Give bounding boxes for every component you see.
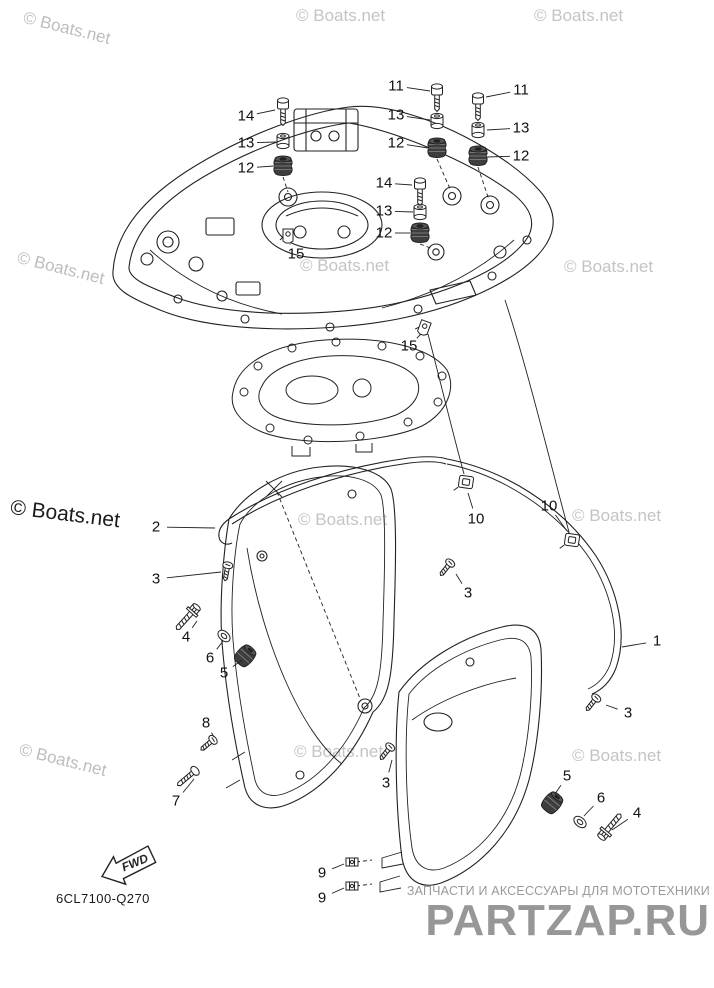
side-covers-drawing <box>218 299 622 893</box>
leader-line-13 <box>406 116 431 121</box>
callout-15: 15 <box>287 245 305 263</box>
partzap-tagline: ЗАПЧАСТИ И АКСЕССУАРЫ ДЛЯ МОТОТЕХНИКИ <box>406 884 710 898</box>
callout-12: 12 <box>237 159 255 177</box>
callout-14: 14 <box>237 107 255 125</box>
leader-line-3 <box>388 759 393 773</box>
callout-13: 13 <box>387 106 405 124</box>
bottom-cowling-drawing <box>112 105 554 332</box>
leader-line-4 <box>191 620 198 629</box>
leader-line-5 <box>554 784 562 795</box>
callout-13: 13 <box>375 202 393 220</box>
callout-8: 8 <box>201 714 211 732</box>
callout-7: 7 <box>171 792 181 810</box>
leader-line-9 <box>332 863 345 870</box>
leader-line-12 <box>256 165 275 168</box>
callout-5: 5 <box>562 767 572 785</box>
leader-line-13 <box>394 210 414 213</box>
leader-line-10 <box>467 492 474 509</box>
callout-1: 1 <box>652 632 662 650</box>
leader-line-6 <box>583 805 594 817</box>
callout-6: 6 <box>596 789 606 807</box>
partzap-logo-text: PARTZAP.RU <box>425 896 710 945</box>
callout-13: 13 <box>512 119 530 137</box>
leader-line-1 <box>621 642 647 648</box>
leader-line-8 <box>211 732 215 738</box>
leader-line-13 <box>486 128 511 131</box>
callout-4: 4 <box>181 628 191 646</box>
part-code: 6CL7100-Q270 <box>56 891 150 906</box>
callout-12: 12 <box>375 224 393 242</box>
leader-line-14 <box>394 183 413 186</box>
leader-line-14 <box>256 109 276 115</box>
callout-6: 6 <box>205 649 215 667</box>
callout-15: 15 <box>400 337 418 355</box>
fwd-arrow: FWD <box>100 845 157 886</box>
callout-12: 12 <box>387 134 405 152</box>
callout-2: 2 <box>151 518 161 536</box>
callout-3: 3 <box>151 570 161 588</box>
exhaust-guide-drawing <box>231 337 451 457</box>
leader-line-13 <box>256 141 277 144</box>
leader-line-5 <box>232 659 243 667</box>
callout-4: 4 <box>632 804 642 822</box>
callout-14: 14 <box>375 174 393 192</box>
leader-line-7 <box>182 778 195 793</box>
callout-11: 11 <box>388 77 404 95</box>
leader-line-11 <box>406 87 431 92</box>
leader-line-9 <box>331 887 345 894</box>
callout-3: 3 <box>463 584 473 602</box>
leader-line-12 <box>406 144 429 149</box>
leader-line-10 <box>555 514 568 532</box>
leader-line-4 <box>611 818 629 831</box>
leader-line-2 <box>166 526 216 529</box>
callout-10: 10 <box>540 497 558 515</box>
partzap-watermark: ЗАПЧАСТИ И АКСЕССУАРЫ ДЛЯ МОТОТЕХНИКИ PA… <box>407 884 710 944</box>
callout-11: 11 <box>513 81 529 99</box>
callout-12: 12 <box>512 147 530 165</box>
leader-line-3 <box>166 571 222 579</box>
callout-5: 5 <box>219 664 229 682</box>
leader-line-3 <box>605 704 618 710</box>
leader-line-3 <box>455 573 463 584</box>
callout-9: 9 <box>317 889 327 907</box>
leader-line-11 <box>485 91 511 98</box>
callout-10: 10 <box>467 510 485 528</box>
callout-13: 13 <box>237 134 255 152</box>
leader-line-12 <box>486 155 511 158</box>
leader-line-6 <box>216 640 224 650</box>
callout-9: 9 <box>317 864 327 882</box>
leader-line-15 <box>416 333 422 339</box>
callout-3: 3 <box>623 704 633 722</box>
callout-3: 3 <box>381 774 391 792</box>
top-fasteners-drawing <box>273 83 490 337</box>
